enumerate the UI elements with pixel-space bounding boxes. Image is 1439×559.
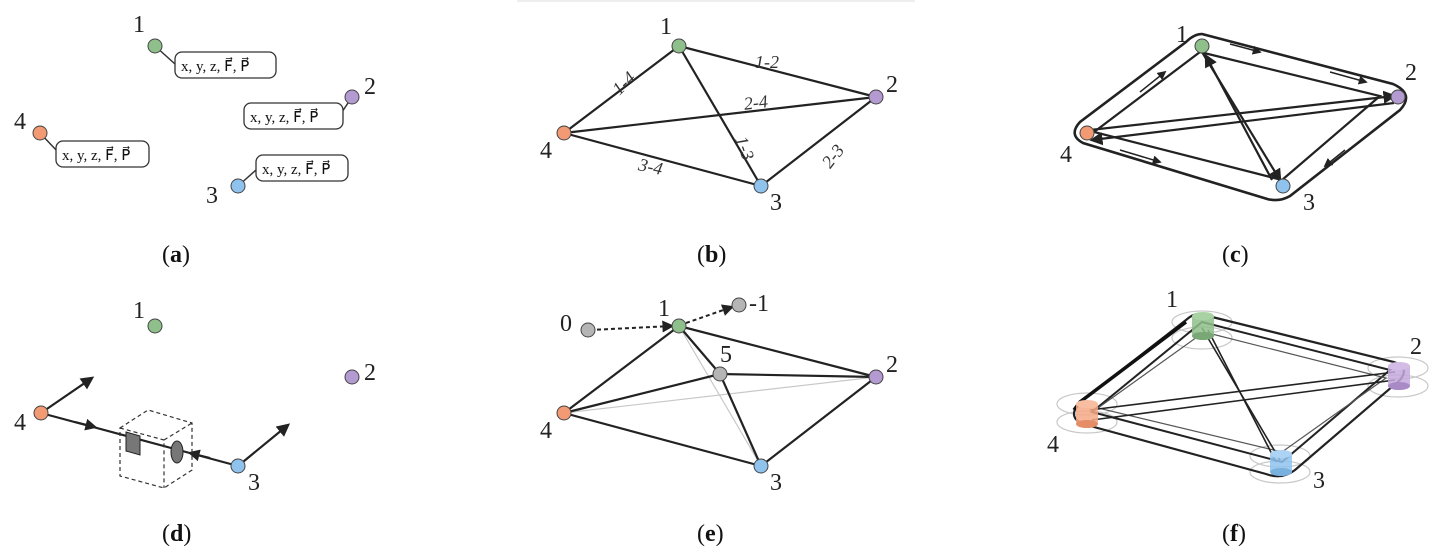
edge-label-1-3: 1-3 — [731, 133, 758, 162]
node-3-label: 3 — [1303, 190, 1315, 216]
node-4 — [1079, 125, 1095, 141]
sensor-cube — [119, 409, 193, 489]
node-0-label: 0 — [560, 311, 572, 337]
cylinder-2 — [1388, 362, 1410, 390]
attr-label-1: x, y, z, F⃗, P⃗ — [181, 56, 249, 75]
caption-e: (e) — [697, 521, 724, 547]
node-4-label: 4 — [540, 138, 552, 164]
panel-a: 1 x, y, z, F⃗, P⃗ 2 x, y, z, F⃗, P⃗ 4 x,… — [14, 12, 376, 268]
node-4-label: 4 — [14, 410, 26, 436]
node-3 — [753, 458, 769, 474]
node-3-label: 3 — [248, 470, 260, 496]
node-minus-1 — [731, 297, 747, 313]
node-4-label: 4 — [540, 418, 552, 444]
edge-label-1-4: 1-4 — [608, 68, 639, 99]
edge-label-3-4: 3-4 — [636, 154, 665, 179]
node-3-label: 3 — [206, 183, 218, 209]
node-4 — [556, 125, 572, 141]
panel-c: 1 2 3 4 (c) — [1060, 22, 1417, 268]
node-3 — [230, 458, 246, 474]
node-2 — [344, 369, 360, 385]
caption-f: (f) — [1222, 521, 1246, 547]
node-1 — [1194, 38, 1210, 54]
node-1 — [671, 38, 687, 54]
node-3-label: 3 — [770, 190, 782, 216]
node-4 — [556, 405, 572, 421]
node-2 — [868, 89, 884, 105]
panel-f: 1 2 3 4 (f) — [1047, 287, 1429, 547]
node-1-label: 1 — [658, 296, 670, 322]
attr-label-3: x, y, z, F⃗, P⃗ — [262, 159, 330, 178]
node-5 — [712, 366, 728, 382]
attr-box-1 — [174, 51, 277, 79]
node-1-label: 1 — [1176, 22, 1188, 48]
node-3 — [230, 178, 246, 194]
cylinder-1 — [1192, 312, 1214, 340]
node-2 — [868, 369, 884, 385]
node-minus-1-label: -1 — [749, 291, 769, 317]
caption-d: (d) — [162, 521, 191, 547]
node-4-label: 4 — [14, 109, 26, 135]
caption-a: (a) — [162, 242, 190, 268]
node-1-label: 1 — [133, 298, 145, 324]
node-1-label: 1 — [133, 12, 145, 38]
node-1-label: 1 — [1166, 287, 1178, 313]
node-0 — [580, 322, 596, 338]
node-1 — [147, 38, 163, 54]
node-1 — [147, 318, 163, 334]
node-2-label: 2 — [364, 74, 376, 100]
attr-label-4: x, y, z, F⃗, P⃗ — [62, 145, 130, 164]
node-2-label: 2 — [1410, 334, 1422, 360]
node-1 — [671, 318, 687, 334]
node-2 — [344, 89, 360, 105]
edge-label-1-2: 1-2 — [755, 52, 779, 72]
node-2 — [1390, 89, 1406, 105]
node-4-label: 4 — [1047, 432, 1059, 458]
cylinder-4 — [1076, 400, 1098, 428]
node-4-label: 4 — [1060, 142, 1072, 168]
edge-label-2-4: 2-4 — [743, 91, 769, 114]
caption-b: (b) — [697, 242, 726, 268]
node-3-label: 3 — [770, 470, 782, 496]
node-1-label: 1 — [660, 14, 672, 40]
node-3 — [1275, 178, 1291, 194]
node-4 — [32, 125, 48, 141]
node-2-label: 2 — [364, 360, 376, 386]
node-4 — [33, 405, 49, 421]
caption-c: (c) — [1222, 242, 1249, 268]
edge-label-2-3: 2-3 — [818, 141, 849, 172]
panel-e: 0 -1 5 1 2 3 4 (e) — [540, 291, 898, 547]
attr-box-3 — [255, 154, 349, 182]
node-5-label: 5 — [720, 342, 732, 368]
node-2-label: 2 — [886, 72, 898, 98]
attr-label-2: x, y, z, F⃗, P⃗ — [250, 107, 318, 126]
panel-d: 1 2 3 4 (d) — [14, 298, 376, 547]
node-3-label: 3 — [1313, 468, 1325, 494]
node-2-label: 2 — [886, 352, 898, 378]
attr-box-4 — [55, 140, 150, 168]
node-3 — [753, 178, 769, 194]
attr-box-2 — [243, 102, 344, 130]
cylinder-3 — [1270, 450, 1292, 476]
panel-b: 1 2 3 4 1-2 1-4 2-4 2-3 3-4 1-3 (b) — [517, 0, 915, 268]
node-2-label: 2 — [1405, 60, 1417, 86]
